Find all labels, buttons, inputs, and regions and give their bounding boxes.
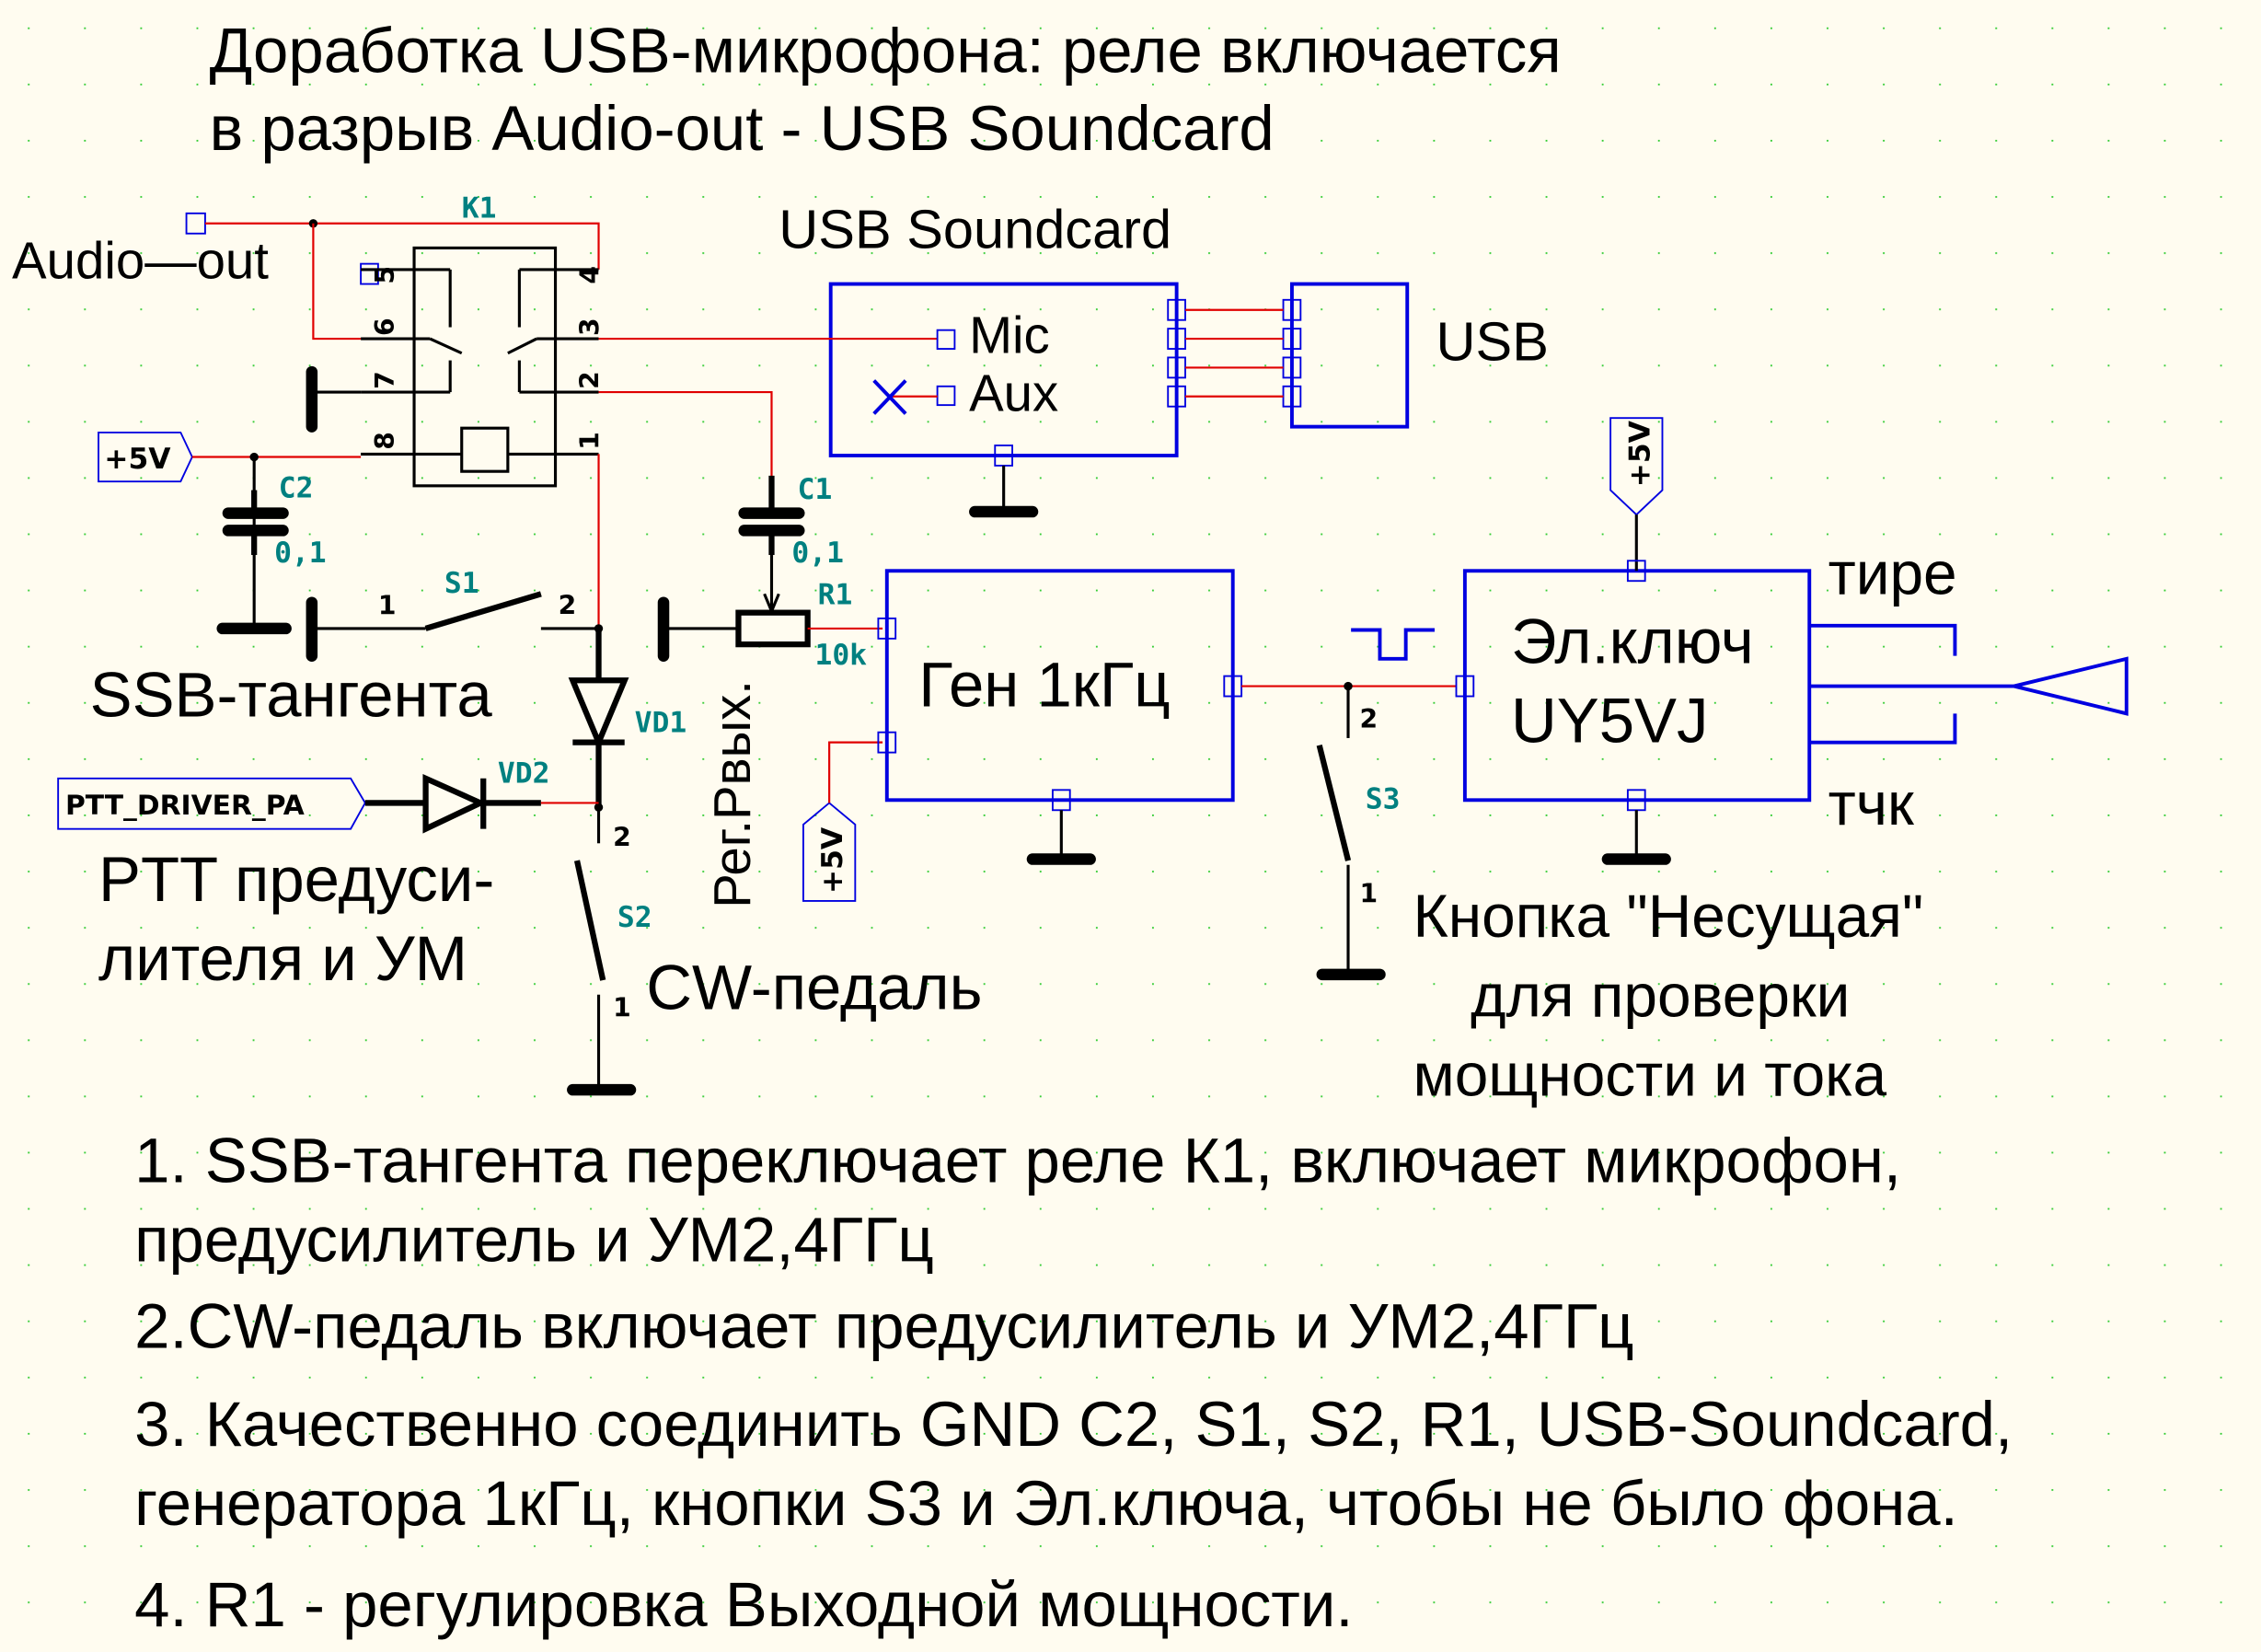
s2-pin1: 1 xyxy=(613,992,631,1022)
plus5v-c2: +5V C2 0,1 xyxy=(98,431,362,635)
el-key-label-2: UY5VJ xyxy=(1511,686,1708,757)
switch-s3: 2 S3 1 xyxy=(1241,628,1457,981)
note-1-cont: предусилитель и УМ2,4ГГц xyxy=(134,1205,934,1276)
relay-k1: K1 5 6 7 8 4 3 2 1 xyxy=(306,192,606,488)
r1-label: R1 xyxy=(818,578,853,611)
c2-label: C2 xyxy=(279,471,314,504)
ptt-label-2: лителя и УМ xyxy=(98,923,467,994)
audio-out-label: Audio—out xyxy=(12,231,269,289)
note-4: 4. R1 - регулировка Выходной мощности. xyxy=(134,1569,1353,1640)
vd1-s2: VD1 2 S2 1 xyxy=(567,454,687,1096)
gen-label: Ген 1кГц xyxy=(918,649,1170,720)
pin-8-label: 8 xyxy=(370,432,400,450)
s1-pin1: 1 xyxy=(378,590,397,620)
note-2: 2.CW-педаль включает предусилитель и УМ2… xyxy=(134,1291,1633,1362)
pin-1-label: 1 xyxy=(575,432,606,450)
usb-label: USB xyxy=(1436,311,1549,373)
reg-pout-label: Рег.Рвых. xyxy=(703,680,761,908)
s3-pin1: 1 xyxy=(1360,879,1379,909)
note-3: 3. Качественно соединить GND C2, S1, S2,… xyxy=(134,1389,2013,1460)
pin-6-label: 6 xyxy=(370,318,400,336)
pin-4-label: 4 xyxy=(575,266,606,284)
switch-s1: 1 2 S1 xyxy=(306,567,599,662)
aux-label: Aux xyxy=(969,364,1058,422)
dash-label: тире xyxy=(1828,538,1957,607)
usb-soundcard: USB Soundcard Mic Aux USB xyxy=(598,198,1549,518)
notes: 1. SSB-тангента переключает реле К1, вкл… xyxy=(134,1125,2013,1639)
s1-label: S1 xyxy=(444,567,479,600)
title-line-1: Доработка USB-микрофона: реле включается xyxy=(210,15,1562,86)
c1-r1: C1 0,1 R1 10k xyxy=(598,390,883,672)
c1-value: 0,1 xyxy=(791,537,844,570)
plus5v-tag-key: +5V xyxy=(1623,420,1656,487)
k1-label: K1 xyxy=(462,192,497,225)
pulse-icon xyxy=(1351,628,1435,661)
ptt-driver-pa-tag: PTT_DRIVER_PA xyxy=(65,790,305,822)
vd1-label: VD1 xyxy=(635,707,687,740)
plus5v-gen: +5V xyxy=(802,741,883,902)
s2-pin2: 2 xyxy=(613,822,631,852)
carrier-label-1: Кнопка "Несущая" xyxy=(1413,882,1923,950)
no-connect-icon xyxy=(872,379,907,415)
ptt-label-1: PTT предуси- xyxy=(98,844,494,915)
s2-label: S2 xyxy=(617,901,652,934)
s3-label: S3 xyxy=(1366,783,1401,816)
usb-soundcard-title: USB Soundcard xyxy=(779,198,1171,260)
electronic-key: +5V Эл.ключ UY5VJ тире тчк xyxy=(1455,417,2128,865)
ssb-tangent-label: SSB-тангента xyxy=(90,659,493,730)
carrier-label-2: для проверки xyxy=(1471,961,1850,1029)
cw-pedal-label: CW-педаль xyxy=(646,952,982,1022)
pin-5-label: 5 xyxy=(370,266,400,284)
paddle-icon xyxy=(2013,656,2128,716)
vd2-label: VD2 xyxy=(498,757,550,791)
note-1: 1. SSB-тангента переключает реле К1, вкл… xyxy=(134,1125,1901,1196)
c2-value: 0,1 xyxy=(274,537,327,570)
plus5v-tag: +5V xyxy=(104,443,171,476)
generator-1khz: Ген 1кГц xyxy=(877,569,1243,865)
s3-pin2: 2 xyxy=(1360,704,1379,734)
dot-label: тчк xyxy=(1828,769,1915,838)
title-line-2: в разрыв Audio-out - USB Soundcard xyxy=(210,93,1275,164)
s1-pin2: 2 xyxy=(559,590,577,620)
plus5v-tag-gen: +5V xyxy=(816,826,849,894)
pin-3-label: 3 xyxy=(575,318,606,336)
note-3-cont: генератора 1кГц, кнопки S3 и Эл.ключа, ч… xyxy=(134,1468,1958,1539)
carrier-label-3: мощности и тока xyxy=(1413,1040,1886,1108)
ptt-driver-vd2: PTT_DRIVER_PA VD2 xyxy=(57,757,599,834)
audio-out-wiring xyxy=(185,212,600,341)
el-key-label-1: Эл.ключ xyxy=(1511,607,1754,677)
c1-label: C1 xyxy=(798,473,833,506)
mic-label: Mic xyxy=(969,306,1050,364)
r1-value: 10k xyxy=(814,639,867,672)
pin-7-label: 7 xyxy=(370,371,400,389)
pin-2-label: 2 xyxy=(575,371,606,389)
